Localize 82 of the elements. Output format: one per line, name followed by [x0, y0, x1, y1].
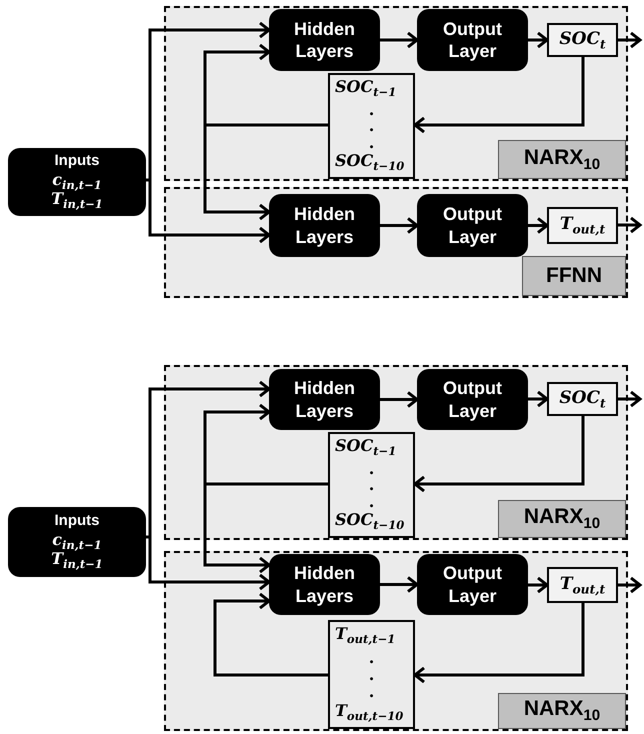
variable-label: T$_{out,t−1}$ [335, 626, 396, 646]
box-label: Output Layer [442, 18, 503, 62]
arrow [380, 576, 418, 593]
delay-buffer-box [328, 620, 415, 729]
arrow [618, 216, 642, 234]
arrow [528, 217, 548, 234]
arrow [214, 592, 328, 676]
arrow [528, 390, 548, 408]
input-box [8, 148, 146, 216]
arrow [380, 32, 418, 48]
box-label: Output Layer [442, 562, 503, 607]
variable-label: SOC$_{t−1}$ [335, 438, 398, 458]
arrow [618, 390, 642, 408]
arrow [380, 391, 418, 408]
variable-label: . [368, 668, 376, 680]
variable-label: SOC$_{t}$ [559, 28, 606, 52]
arrow [146, 380, 270, 538]
variable-label: T$_{out,t}$ [560, 214, 606, 237]
variable-label: . [368, 136, 376, 148]
process-box [417, 9, 528, 71]
variable-label: SOC$_{t−10}$ [335, 512, 406, 532]
box-label: Inputs [54, 513, 100, 530]
output-variable-box [547, 23, 618, 57]
box-label: Output Layer [442, 203, 503, 248]
dashed-panel [164, 365, 628, 540]
arrow [146, 22, 270, 182]
delay-buffer-box [328, 432, 415, 538]
arrow [528, 576, 548, 594]
box-label: T$_{in,t−1}$ [51, 191, 103, 211]
output-variable-box [547, 382, 618, 416]
variable-label: . [368, 120, 376, 132]
dashed-panel [164, 551, 628, 731]
dashed-panel [164, 187, 628, 298]
delay-buffer-box [328, 73, 415, 179]
arrow [414, 603, 584, 684]
model-tag [498, 140, 626, 179]
variable-label: . [368, 496, 376, 508]
box-label: Hidden Layers [293, 377, 356, 422]
dashed-panel [164, 6, 628, 181]
arrow [380, 217, 418, 234]
model-tag [522, 256, 626, 296]
arrow [618, 576, 642, 594]
process-box [269, 194, 380, 257]
process-box [417, 369, 528, 430]
box-label: Hidden Layers [293, 18, 356, 62]
variable-label: . [368, 479, 376, 491]
arrow [618, 32, 642, 48]
box-label: c$_{in,t−1}$ [52, 172, 102, 192]
arrow [528, 32, 548, 48]
process-box [269, 9, 380, 71]
output-variable-box [547, 567, 618, 603]
output-variable-box [547, 207, 618, 244]
model-tag [498, 500, 626, 538]
box-label: Hidden Layers [293, 562, 356, 607]
variable-label: SOC$_{t−1}$ [335, 79, 398, 99]
variable-label: . [368, 462, 376, 474]
process-box [269, 554, 380, 615]
arrow [414, 57, 584, 134]
arrow [146, 536, 270, 590]
box-label: Output Layer [442, 377, 503, 422]
arrow [146, 178, 270, 244]
variable-label: SOC$_{t}$ [559, 388, 606, 410]
input-box [8, 507, 146, 577]
process-box [417, 554, 528, 615]
variable-label: T$_{out,t−10}$ [335, 703, 404, 723]
box-label: Inputs [54, 153, 100, 170]
tag-label: NARX$_{10}$ [524, 697, 600, 725]
tag-label: FFNN [546, 264, 602, 288]
tag-label: NARX$_{10}$ [524, 505, 600, 533]
variable-label: SOC$_{t−10}$ [335, 153, 406, 173]
variable-label: T$_{out,t}$ [560, 574, 606, 596]
box-label: T$_{in,t−1}$ [51, 551, 103, 571]
box-label: Hidden Layers [293, 203, 356, 248]
arrow [414, 416, 584, 492]
variable-label: . [368, 686, 376, 698]
box-label: c$_{in,t−1}$ [52, 532, 102, 552]
tag-label: NARX$_{10}$ [524, 146, 600, 174]
model-tag [498, 693, 626, 729]
variable-label: . [368, 652, 376, 663]
variable-label: . [368, 104, 376, 116]
process-box [269, 369, 380, 430]
process-box [417, 194, 528, 257]
